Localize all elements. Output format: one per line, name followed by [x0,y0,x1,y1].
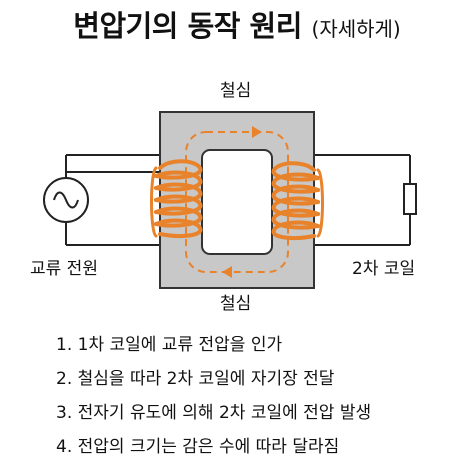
step-1: 1. 1차 코일에 교류 전압을 인가 [56,335,283,355]
circuit-wires [65,154,411,246]
resistor-icon [403,183,417,215]
primary-wire-top [65,155,160,178]
primary-coil [150,159,203,238]
title-sub: (자세하게) [311,17,401,41]
secondary-coil-label: 2차 코일 [352,259,416,279]
steps-list: 1. 1차 코일에 교류 전압을 인가 2. 철심을 따라 2차 코일에 자기장… [56,328,371,464]
title-main: 변압기의 동작 원리 [73,9,302,43]
ac-source-label: 교류 전원 [30,259,98,279]
step-3: 3. 전자기 유도에 의해 2차 코일에 전압 발생 [56,403,372,423]
page-title: 변압기의 동작 원리 (자세하게) [0,6,474,49]
ac-sine-icon [43,177,89,223]
flux-arrow-top [252,126,262,138]
step-2: 2. 철심을 따라 2차 코일에 자기장 전달 [56,369,335,389]
flux-arrow-bottom [222,266,232,278]
core-label-bottom: 철심 [220,294,252,314]
magnetic-flux-path [185,126,289,278]
step-4: 4. 전압의 크기는 감은 수에 따라 달라짐 [56,437,340,457]
secondary-coil [271,161,324,240]
core-label-top: 철심 [220,81,252,101]
